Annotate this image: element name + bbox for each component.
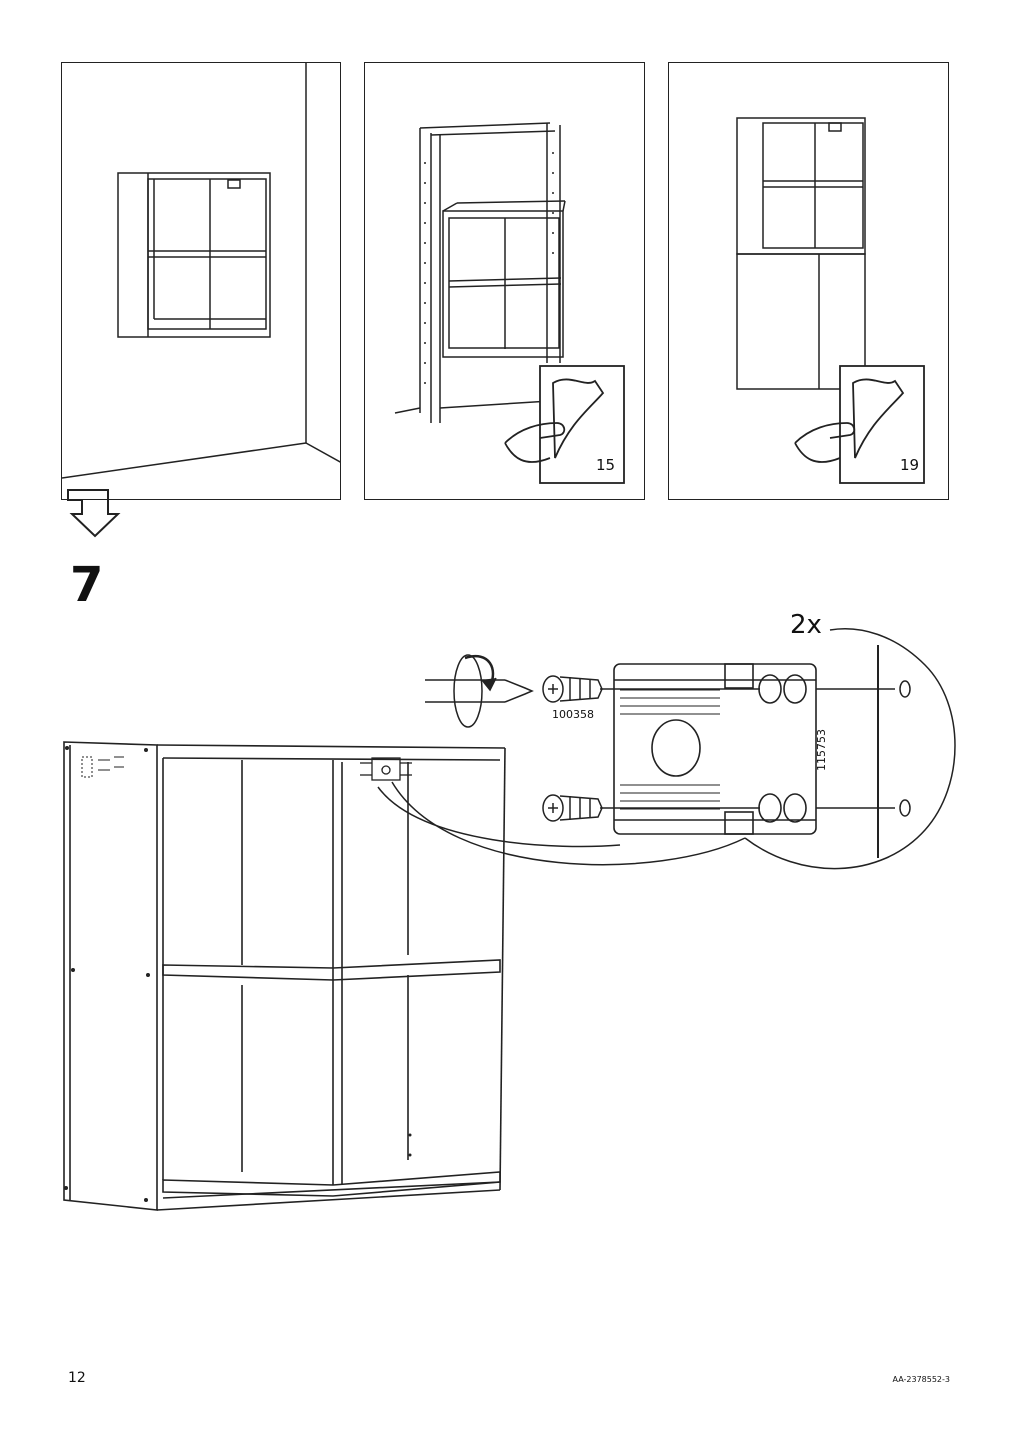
cabinet-mounted-shelf-illustration <box>736 117 925 484</box>
sticker-number: 19 <box>900 456 920 474</box>
quantity-label: 2x <box>790 610 822 640</box>
sticker-number: 15 <box>596 456 616 474</box>
screw-icon <box>542 794 603 822</box>
down-arrow-icon <box>67 489 121 538</box>
sticker-icon <box>794 365 925 484</box>
screwdriver-icon <box>425 654 534 728</box>
shelf-unit-drawing <box>63 741 506 1211</box>
wall-mounted-shelf-illustration <box>62 63 340 479</box>
plate-part-number: 115753 <box>815 729 828 771</box>
option-panel-frame-mount: 15 <box>364 62 645 500</box>
screw-part-number: 100358 <box>552 708 594 721</box>
screw-icon <box>542 675 603 703</box>
option-panel-cabinet-mount: 19 <box>668 62 949 500</box>
sticker-icon <box>504 365 625 484</box>
document-code: AA-2378552-3 <box>892 1375 950 1384</box>
step-number: 7 <box>70 557 104 613</box>
mounting-plate-drawing <box>613 663 817 835</box>
page-number: 12 <box>68 1370 86 1386</box>
option-panel-wall-mount <box>61 62 341 500</box>
frame-mounted-shelf-illustration <box>394 122 625 484</box>
